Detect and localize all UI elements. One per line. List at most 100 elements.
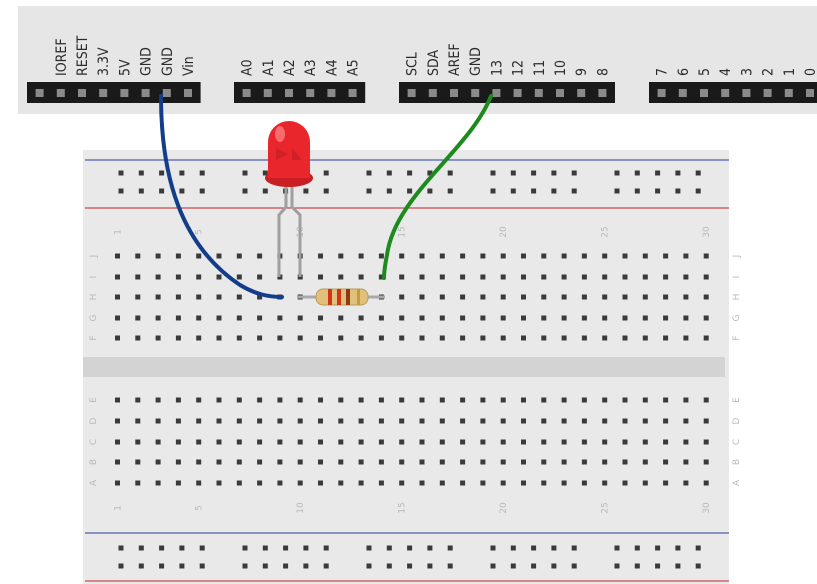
pin-label: A2: [282, 59, 298, 76]
breadboard-hole: [378, 335, 384, 341]
breadboard-hole: [155, 294, 161, 300]
breadboard-hole: [521, 274, 526, 280]
breadboard-hole: [135, 253, 141, 259]
power-header: [27, 82, 201, 103]
breadboard-hole: [581, 459, 587, 465]
rail-hole: [695, 188, 701, 194]
rail-hole: [386, 188, 392, 194]
rail-hole: [159, 545, 165, 551]
breadboard-hole: [602, 315, 608, 321]
breadboard-hole: [399, 315, 405, 321]
breadboard-hole: [561, 397, 567, 403]
breadboard-hole: [196, 294, 202, 300]
header-pin: [99, 89, 108, 97]
breadboard-hole: [318, 418, 323, 424]
breadboard-hole: [358, 418, 364, 424]
rail-hole: [571, 170, 577, 176]
breadboard-hole: [115, 315, 120, 321]
breadboard-hole: [683, 294, 689, 300]
breadboard-hole: [338, 274, 344, 280]
breadboard-hole: [602, 253, 608, 259]
breadboard-hole: [115, 335, 120, 341]
column-number: 5: [195, 505, 205, 511]
breadboard-hole: [277, 335, 283, 341]
rail-hole: [199, 545, 205, 551]
breadboard-hole: [358, 439, 364, 445]
rail-hole: [490, 545, 496, 551]
rail-hole: [551, 563, 557, 569]
breadboard-hole: [399, 397, 405, 403]
rail-hole: [138, 170, 144, 176]
breadboard-hole: [663, 253, 669, 259]
rail-hole: [159, 188, 165, 194]
digital-low-header: [649, 82, 817, 103]
row-letter: J: [89, 255, 99, 259]
pin-label: Vin: [181, 56, 197, 76]
breadboard-hole: [378, 397, 384, 403]
rail-hole: [634, 188, 640, 194]
breadboard-hole: [622, 418, 628, 424]
breadboard-hole: [460, 315, 466, 321]
row-letter: E: [732, 397, 742, 403]
breadboard-hole: [175, 274, 181, 280]
header-pin: [78, 89, 86, 97]
breadboard-hole: [500, 253, 506, 259]
breadboard-hole: [602, 459, 608, 465]
breadboard-hole: [175, 439, 181, 445]
breadboard-hole: [115, 253, 120, 259]
breadboard-hole: [135, 418, 141, 424]
header-pin: [678, 89, 687, 97]
resistor: [297, 288, 385, 306]
rail-hole: [179, 188, 185, 194]
breadboard-hole: [378, 253, 384, 259]
breadboard-hole: [399, 335, 405, 341]
row-letter: C: [89, 439, 99, 445]
breadboard-hole: [602, 439, 608, 445]
breadboard-hole: [581, 274, 587, 280]
breadboard-hole: [541, 418, 547, 424]
breadboard-hole: [480, 418, 486, 424]
breadboard-hole: [115, 397, 120, 403]
breadboard-hole: [155, 439, 161, 445]
breadboard-hole: [622, 253, 628, 259]
rail-hole: [262, 188, 268, 194]
rail-hole: [242, 188, 248, 194]
breadboard-hole: [257, 459, 263, 465]
breadboard-hole: [338, 315, 344, 321]
header-pin: [700, 89, 708, 97]
breadboard-hole: [703, 480, 709, 486]
rail-hole: [179, 170, 185, 176]
breadboard-hole: [216, 439, 222, 445]
breadboard-hole: [135, 294, 141, 300]
breadboard-hole: [135, 439, 141, 445]
rail-hole: [242, 170, 248, 176]
breadboard-hole: [196, 253, 202, 259]
header-pin: [285, 89, 293, 97]
breadboard-hole: [561, 418, 567, 424]
breadboard-hole: [399, 294, 405, 300]
header-pin: [534, 89, 543, 97]
breadboard-hole: [460, 274, 466, 280]
breadboard-hole: [196, 439, 202, 445]
row-letter: F: [89, 335, 99, 340]
breadboard-hole: [399, 418, 405, 424]
breadboard-hole: [358, 315, 364, 321]
breadboard-hole: [561, 253, 567, 259]
row-letter: E: [89, 397, 99, 403]
breadboard-hole: [439, 294, 445, 300]
column-number: 5: [195, 229, 205, 235]
breadboard-hole: [663, 315, 669, 321]
breadboard-hole: [460, 294, 466, 300]
header-pin: [598, 89, 607, 97]
rail-hole: [323, 563, 329, 569]
breadboard-hole: [297, 439, 303, 445]
pin-label: 8: [595, 68, 611, 76]
breadboard-hole: [115, 294, 120, 300]
header-pin: [306, 89, 315, 97]
breadboard-hole: [135, 480, 141, 486]
breadboard-hole: [236, 315, 242, 321]
breadboard-hole: [297, 335, 303, 341]
led-highlight: [275, 126, 285, 142]
breadboard-hole: [663, 274, 669, 280]
rail-hole: [634, 170, 640, 176]
